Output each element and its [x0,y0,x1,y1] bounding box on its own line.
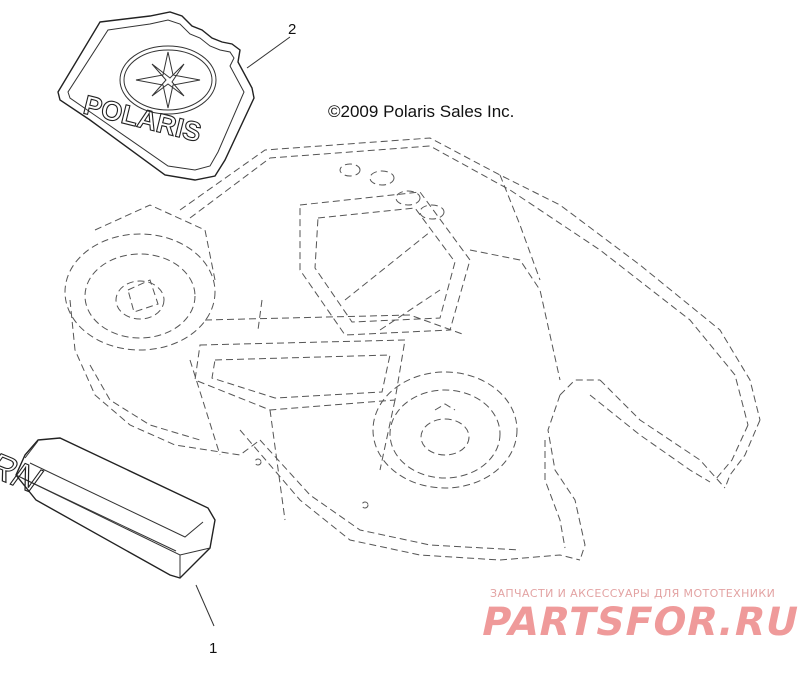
callout-label-1: 1 [209,640,218,657]
leader-line-1 [195,584,215,627]
watermark-tagline: ЗАПЧАСТИ И АКСЕССУАРЫ ДЛЯ МОТОТЕХНИКИ [490,587,776,600]
console-housing [64,137,761,561]
leader-line-2 [246,36,291,69]
rn-button: RN [0,437,216,579]
polaris-decal: POLARIS [57,11,255,181]
callout-label-2: 2 [288,21,297,38]
copyright-notice: ©2009 Polaris Sales Inc. [328,102,515,121]
watermark-brand: PARTSFOR.RU [477,600,800,645]
